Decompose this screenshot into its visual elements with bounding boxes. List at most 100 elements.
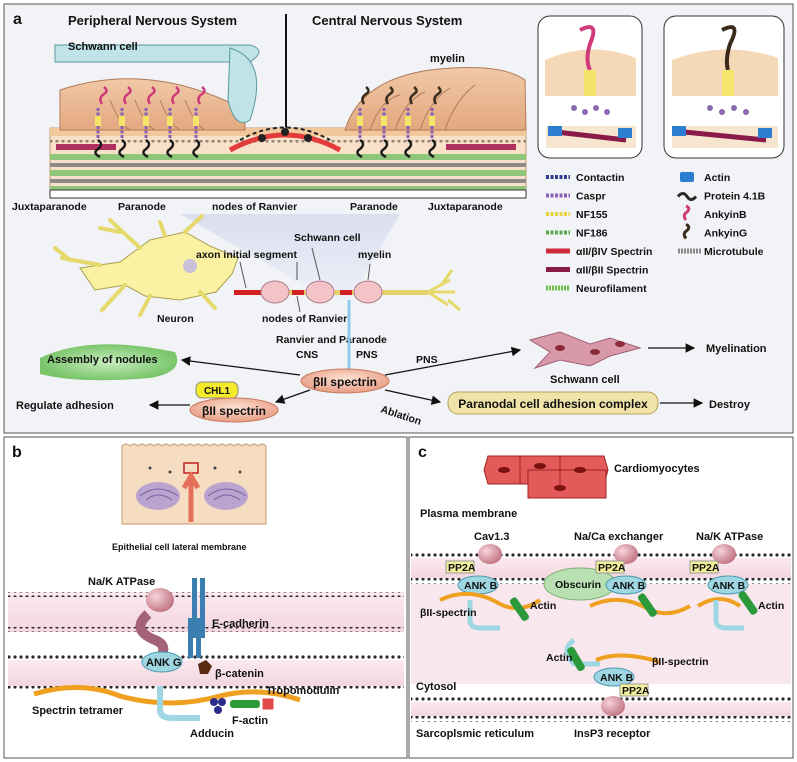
nf155-mark <box>193 116 199 126</box>
protein-41b-mark <box>118 138 127 159</box>
nf155-mark <box>95 116 101 126</box>
nf155-mark <box>119 116 125 126</box>
label-juxtaparanode-left: Juxtaparanode <box>12 201 87 213</box>
label-obscurin: Obscurin <box>555 579 601 591</box>
protein-41b-icon <box>676 192 698 201</box>
label-actin-2: Actin <box>758 600 784 612</box>
nf155-mark <box>405 116 411 126</box>
ankyrinb-mark <box>147 86 156 105</box>
label-e-cadherin: E-cadherin <box>212 618 269 630</box>
nf155-mark <box>381 116 387 126</box>
label-f-actin: F-actin <box>232 715 268 727</box>
paranode-proteins <box>94 86 442 159</box>
label-regulate-adhesion: Regulate adhesion <box>16 400 114 412</box>
nak-complex <box>689 544 758 631</box>
paranodal-complex-box <box>447 391 659 415</box>
ankyring-icon <box>682 223 691 240</box>
label-nodes-of-ranvier-mid: nodes of Ranvier <box>262 313 347 325</box>
label-plasma-membrane: Plasma membrane <box>420 508 517 520</box>
tropomodulin-shape <box>261 697 275 711</box>
label-paranodal-complex: Paranodal cell adhesion complex <box>458 397 648 411</box>
legend-label-ankyring: AnkyinG <box>704 228 747 240</box>
schwann-cell-label-top: Schwann cell <box>68 41 138 53</box>
legend-label-actin: Actin <box>704 172 730 184</box>
label-ank-b-2: ANK B <box>612 580 646 592</box>
bii-spectrin-hub <box>300 368 390 394</box>
panel-a: a Peripheral Nervous System Central Nerv… <box>3 3 794 434</box>
legend-label-nf186: NF186 <box>576 228 608 240</box>
e-cadherin <box>188 578 205 658</box>
legend-label-caspr: Caspr <box>576 191 606 203</box>
label-actin-1: Actin <box>530 600 556 612</box>
ankyring-mark <box>433 86 442 105</box>
epithelial-cell <box>121 443 267 525</box>
ank-g-shape <box>141 651 183 673</box>
legend-label-microtubule: Microtubule <box>704 246 764 258</box>
label-myelination: Myelination <box>706 343 767 355</box>
panel-a-letter: a <box>13 11 22 28</box>
axon-longitudinal-section <box>49 127 527 197</box>
label-epithelial-membrane: Epithelial cell lateral membrane <box>112 542 247 552</box>
label-spectrin-tetramer: Spectrin tetramer <box>32 705 124 717</box>
bii-spectrin-secondary <box>189 397 279 423</box>
f-actin-shape <box>230 700 260 708</box>
label-cav13: Cav1.3 <box>474 531 509 543</box>
label-nodes-of-ranvier: nodes of Ranvier <box>212 201 297 213</box>
label-destroy: Destroy <box>709 399 751 411</box>
panel-c-letter: c <box>418 444 427 461</box>
ankyring-mark <box>409 86 418 105</box>
protein-41b-mark <box>428 138 437 159</box>
label-chl1: CHL1 <box>204 386 231 397</box>
myelin-label-top: myelin <box>430 53 465 65</box>
label-sr: Sarcoplsmic reticulum <box>416 728 534 740</box>
legend-label-nf155: NF155 <box>576 209 608 221</box>
label-cardiomyocytes: Cardiomyocytes <box>614 463 700 475</box>
insp3-complex <box>564 637 661 716</box>
cns-title: Central Nervous System <box>312 13 462 28</box>
panel-c: c Cardiomyocytes Plasma membrane <box>408 436 794 759</box>
legend-label-protein-41b: Protein 4.1B <box>704 191 766 203</box>
legend-label-neurofilament: Neurofilament <box>576 283 647 295</box>
label-pp2a-3: PP2A <box>692 562 720 574</box>
label-ranvier-and-paranode: Ranvier and Paranode <box>276 334 387 346</box>
inset-pns <box>537 15 643 159</box>
label-paranode-left: Paranode <box>118 201 166 213</box>
nf155-mark <box>167 116 173 126</box>
label-neuron: Neuron <box>157 313 194 325</box>
label-actin-3: Actin <box>546 652 572 664</box>
zoom-funnel <box>180 214 400 300</box>
pns-myelin <box>54 44 260 131</box>
protein-41b-mark <box>192 138 201 159</box>
protein-41b-mark <box>94 138 103 159</box>
label-insp3-receptor: InsP3 receptor <box>574 728 651 740</box>
label-bii-spectrin-2: βII-spectrin <box>652 656 709 668</box>
ankyrinb-mark <box>99 86 108 105</box>
schwann-cells-cluster <box>528 331 642 370</box>
pns-title: Peripheral Nervous System <box>68 13 237 28</box>
label-ank-b-3: ANK B <box>712 580 746 592</box>
label-ank-b-1: ANK B <box>464 580 498 592</box>
bii-spectrin-secondary-label: βII spectrin <box>202 404 266 418</box>
neuron <box>53 214 461 317</box>
ankyrinb-mark <box>171 86 180 105</box>
label-ank-g: ANK G <box>146 657 181 669</box>
node-cluster <box>239 126 331 142</box>
beta-catenin-shape <box>198 660 212 674</box>
label-pp2a-4: PP2A <box>622 685 650 697</box>
label-pp2a-1: PP2A <box>448 562 476 574</box>
cav13-complex <box>439 544 542 631</box>
protein-41b-mark <box>380 138 389 159</box>
legend-label-contactin: Contactin <box>576 172 624 184</box>
panel-b: b Epithelial cell lateral membrane <box>3 436 408 759</box>
nf155-mark <box>143 116 149 126</box>
label-adducin: Adducin <box>190 728 234 740</box>
label-beta-catenin: β-catenin <box>215 668 264 680</box>
label-juxtaparanode-right: Juxtaparanode <box>428 201 503 213</box>
label-schwann-cell-right: Schwann cell <box>550 374 620 386</box>
label-na-ca-exchanger: Na/Ca exchanger <box>574 531 664 543</box>
label-bii-spectrin-1: βII-spectrin <box>420 607 477 619</box>
ankyring-mark <box>361 86 370 105</box>
label-assembly-of-nodules: Assembly of nodules <box>47 354 158 366</box>
